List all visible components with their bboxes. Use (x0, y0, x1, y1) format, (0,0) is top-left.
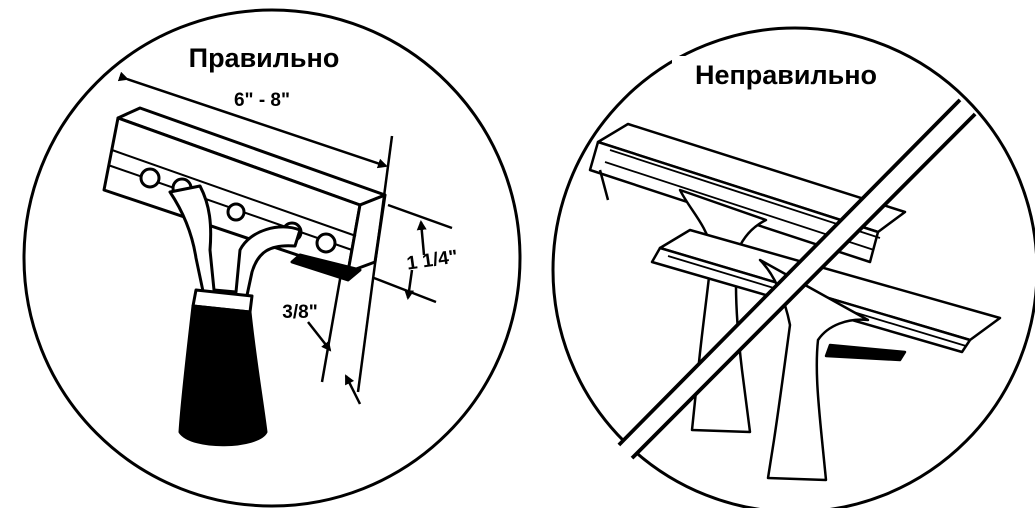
blade-thickness-label: 3/8" (282, 302, 317, 323)
blade-height-dimension (373, 203, 453, 304)
correct-panel: Правильно (22, 8, 522, 508)
correct-label: Правильно (189, 43, 340, 73)
incorrect-panel: Неправильно (551, 26, 1035, 513)
blade-length-label: 6" - 8" (234, 90, 290, 111)
blade-length-dimension (117, 71, 394, 393)
incorrect-squeegee-front-icon (650, 228, 1002, 482)
blade-thickness-dimension (307, 267, 362, 405)
incorrect-label: Неправильно (695, 60, 877, 90)
